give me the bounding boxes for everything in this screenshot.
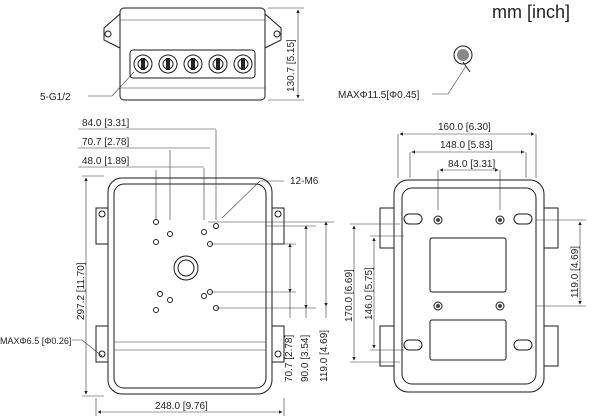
thread-label: 5-G1/2 (40, 92, 71, 103)
width-top-2: 70.7 [2.78] (82, 137, 129, 148)
units-label: mm [inch] (492, 2, 570, 22)
front-width-bottom: 248.0 [9.76] (155, 401, 208, 412)
cable-gland-row (133, 54, 253, 74)
width-top-3: 48.0 [1.89] (82, 156, 129, 167)
hole-label: MAXΦ6.5 [Φ0.26] (0, 336, 71, 346)
screw-label: 12-M6 (290, 176, 319, 187)
front-view: 84.0 [3.31] 70.7 [2.78] 48.0 [1.89] 12-M… (0, 118, 334, 416)
top-view: 5-G1/2 130.7 [5.15] (40, 7, 304, 103)
front-vert-2: 90.0 [3.54] (300, 335, 311, 382)
back-width-2: 148.0 [5.83] (440, 140, 493, 151)
back-vert-3: 119.0 [4.69] (570, 246, 581, 298)
back-view: 160.0 [6.30] 148.0 [5.83] 84.0 [3.31] (344, 122, 586, 393)
grommet: MAXΦ11.5[Φ0.45] (338, 45, 473, 101)
front-vert-1: 70.7 [2.78] (284, 335, 295, 382)
grommet-label: MAXΦ11.5[Φ0.45] (338, 90, 420, 101)
top-height-label: 130.7 [5.15] (286, 39, 297, 92)
width-top-1: 84.0 [3.31] (82, 118, 129, 129)
front-height-label: 297.2 [11.70] (76, 262, 87, 320)
front-vert-3: 119.0 [4.69] (319, 330, 330, 382)
back-width-3: 84.0 [3.31] (448, 159, 495, 170)
back-vert-1: 170.0 [6.69] (344, 269, 355, 322)
back-vert-2: 146.0 [5.75] (364, 267, 375, 320)
screw-holes-front (153, 219, 219, 313)
back-width-1: 160.0 [6.30] (438, 122, 491, 133)
